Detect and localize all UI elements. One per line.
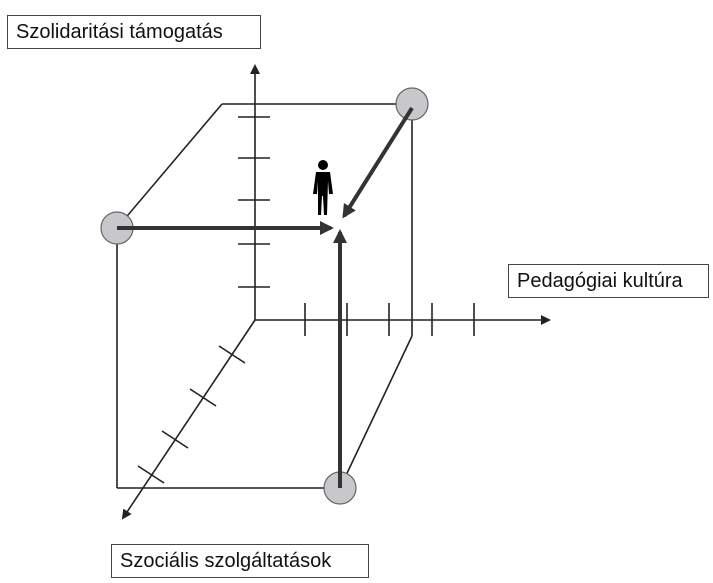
depth-axis-tick [137,465,165,484]
depth-axis [121,319,256,520]
horizontal-axis [255,303,551,336]
depth-axis-tick [218,345,246,364]
depth-axis-tick [161,430,189,449]
vertical-axis-label: Szolidaritási támogatás [7,15,261,49]
vertex-markers [100,87,429,505]
horizontal-axis-label: Pedagógiai kultúra [508,264,709,298]
cube-edge [116,103,223,229]
depth-axis-line [121,319,256,520]
depth-axis-label: Szociális szolgáltatások [111,544,369,578]
depth-axis-tick [189,388,217,407]
circle-marker-top-right [395,87,429,121]
cube-edge [339,335,413,489]
person-icon [313,160,333,215]
cube-edges [116,103,413,489]
vertical-axis [238,64,270,320]
converging-arrows [117,106,414,488]
arrow-from-top-right [342,106,414,219]
